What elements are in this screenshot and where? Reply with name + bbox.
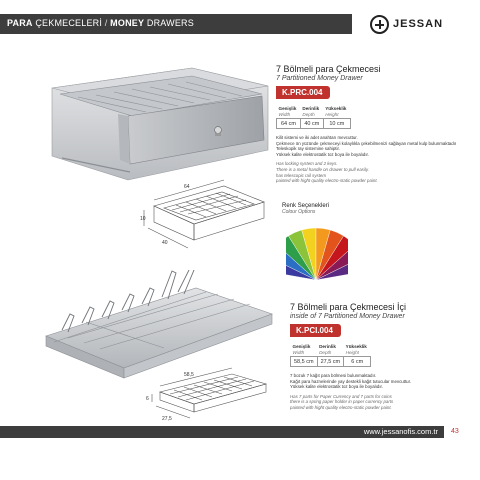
note-en: has telescopic rail system [276,172,327,178]
dim-height-value: 10 cm [322,118,351,129]
product2-notes: 7 bozuk 7 kağıt para bölmesi bulunmaktad… [290,373,450,411]
drawing1-depth-label: 40 [162,240,168,246]
note-tr: Kilit sistemi ve iki adet anahtarı mevcu… [276,135,358,140]
section-header-bar: PARA ÇEKMECELERİ / MONEY DRAWERS [0,14,352,34]
product2-title: 7 Bölmeli para Çekmecesi İçi [290,302,407,312]
note-en: painted with hight quality electro-stati… [276,178,378,184]
note-tr: Teleskopik ray sistemine sahiptir. [276,146,340,152]
note-tr: 7 bozuk 7 kağıt para bölmesi bulunmaktad… [290,373,377,378]
note-en: There is a metal handle on drawer to pul… [276,166,369,172]
drawing2-depth-label: 27,5 [162,416,172,422]
dim-width-value: 64 cm [276,118,301,129]
website-link[interactable]: www.jessanofis.com.tr [363,427,438,436]
product1-photo [51,67,269,181]
colour-swatch [315,235,348,281]
colour-options-title: Renk Seçenekleri [282,203,330,209]
colour-swatch [315,264,348,281]
note-en: painted with hight quality electro-stati… [290,404,392,410]
product1-drawing: 64 10 40 [140,179,265,249]
logo-mark-icon [370,15,389,34]
product1-subtitle: 7 Partitioned Money Drawer [276,75,363,82]
drawing2-height-label: 6 [146,396,149,402]
note-tr: Kağıt para haznelerinde yay destekli kağ… [290,378,412,384]
note-tr: Çekmece ön yüzünde çekmeceyi kolaylıkla … [276,140,456,146]
colour-options: Renk Seçenekleri Colour Options [282,203,329,215]
drawing1-height-label: 10 [140,216,146,222]
product1-info: 7 Bölmeli para Çekmecesi 7 Partitioned M… [276,64,456,184]
product1-code-badge: K.PRC.004 [276,86,331,99]
note-en: Has locking system and 2 keys. [276,161,338,167]
drawing1-width-label: 64 [184,184,190,190]
product2-code-badge: K.PCI.004 [290,324,341,337]
drawing2-width-label: 58,5 [184,372,194,378]
colour-swatch [315,250,348,281]
product1-title: 7 Bölmeli para Çekmecesi [276,64,381,74]
footer-bar: www.jessanofis.com.tr [0,426,444,438]
dim-width-value: 58,5 cm [290,356,318,367]
dim-depth-value: 40 cm [299,118,324,129]
brand-logo: JESSAN [370,15,470,35]
note-tr: Yüksek kalite elektrostatik toz boya ile… [276,151,369,157]
note-en: there is a spring paper holder in paper … [290,399,394,405]
dim-height-value: 6 cm [343,356,372,367]
section-title: PARA ÇEKMECELERİ / MONEY DRAWERS [7,18,194,28]
colour-fan-swatch [286,227,348,281]
colour-options-subtitle: Colour Options [282,209,316,215]
page-number: 43 [451,428,459,435]
product2-info: 7 Bölmeli para Çekmecesi İçi inside of 7… [290,302,450,411]
product2-subtitle: inside of 7 Partitioned Money Drawer [290,313,405,320]
logo-wordmark: JESSAN [393,18,444,30]
note-tr: Yüksek kalite elektrostatik toz boya ile… [290,384,383,390]
product2-photo [45,270,273,379]
dim-depth-value: 27,5 cm [316,356,345,367]
product1-notes: Kilit sistemi ve iki adet anahtarı mevcu… [276,135,456,184]
note-en: Has 7 parts for Paper Currency and 7 par… [290,393,392,399]
product2-drawing: 58,5 6 27,5 [146,367,268,422]
